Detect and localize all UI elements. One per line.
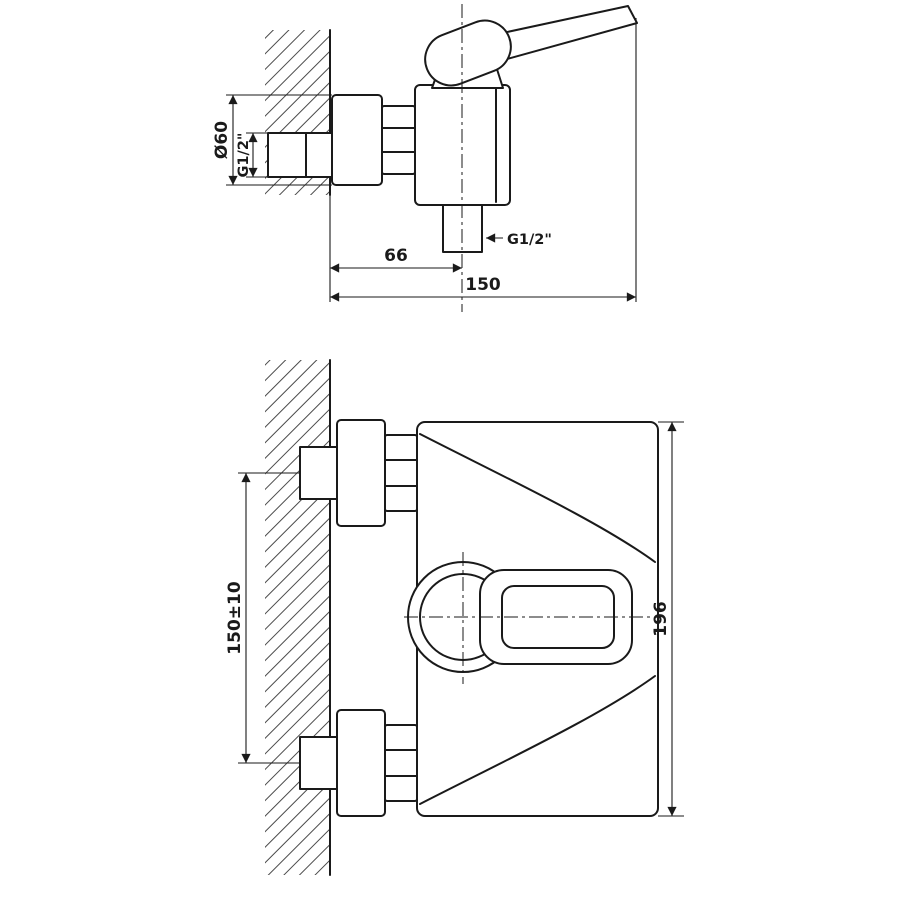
hex-nut-side (381, 105, 416, 175)
escutcheon-bottom (336, 709, 386, 817)
lever-pivot (424, 19, 512, 87)
body-curve-bottom (419, 675, 656, 805)
mounting-bottom (299, 709, 418, 817)
flange-diameter-label: Ø60 (212, 121, 232, 159)
side-view: Ø60 G1/2" G1/2" 66 150 (212, 4, 638, 312)
dim-inlet-spacing: 150±10 (225, 472, 300, 764)
body-curve-top (419, 433, 656, 563)
dim-wall-to-outlet: 66 (329, 195, 462, 302)
dim-body-height: 196 (651, 421, 684, 817)
inlet-thread-label: G1/2" (236, 133, 252, 178)
dim-inlet-thread: G1/2" (236, 132, 268, 178)
wall-section-front (265, 360, 330, 875)
mounting-top (299, 419, 418, 527)
hex-nut-bottom (384, 724, 418, 802)
overall-depth-label: 150 (465, 275, 501, 295)
wall-to-outlet-label: 66 (384, 246, 408, 266)
hex-nut-top (384, 434, 418, 512)
front-view: 150±10 196 (225, 359, 684, 876)
outlet-thread-label: G1/2" (507, 232, 552, 248)
body-height-label: 196 (651, 601, 671, 637)
inlet-pipe-side (267, 132, 333, 178)
dim-outlet-thread: G1/2" (486, 232, 552, 248)
dim-flange-diameter: Ø60 (212, 95, 238, 185)
inlet-fitting-top (299, 446, 338, 500)
dim-overall-depth: 150 (330, 18, 637, 302)
escutcheon-top (336, 419, 386, 527)
inlet-fitting-bottom (299, 736, 338, 790)
escutcheon-side (331, 94, 383, 186)
inlet-spacing-label: 150±10 (225, 581, 245, 655)
